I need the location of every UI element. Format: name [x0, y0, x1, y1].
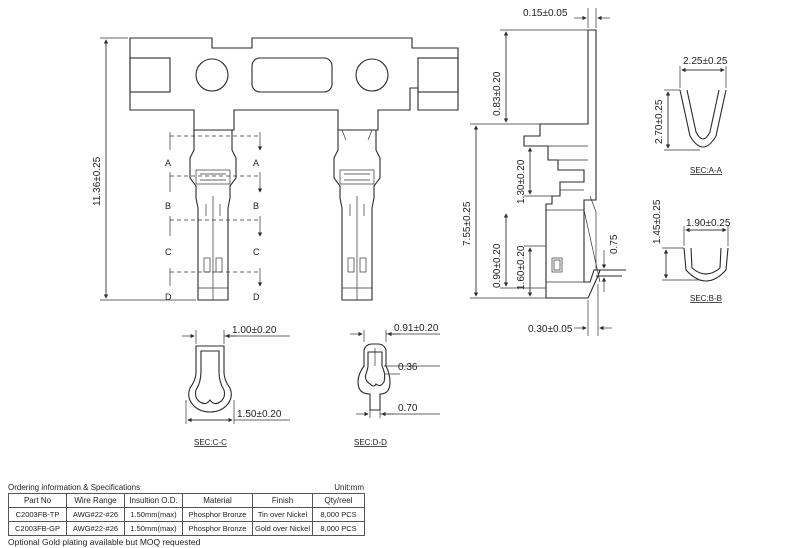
overall-height-dim: 11.36±0.25 [92, 156, 103, 206]
sec-a-width-dim: 2.25±0.25 [683, 56, 728, 67]
section-letter-c-left: C [165, 247, 172, 257]
section-a-a: 2.25±0.25 2.70±0.25 SEC:A-A [654, 56, 728, 175]
table-title: Ordering information & Specifications [8, 483, 141, 492]
section-d-d: 0.91±0.20 0.36 0.70 SEC:D-D [350, 323, 440, 447]
cell-insulation-od: 1.50mm(max) [124, 507, 183, 522]
dim-0-30: 0.30±0.05 [528, 324, 573, 335]
section-letter-d-right: D [253, 292, 260, 302]
section-b-b: 1.90±0.25 1.45±0.25 SEC:B-B [652, 199, 731, 303]
section-letter-a-right: A [253, 158, 259, 168]
sec-b-height-dim: 1.45±0.25 [652, 199, 663, 244]
cell-part-no: C2003FB-GP [8, 521, 67, 536]
section-letter-b-left: B [165, 201, 171, 211]
sec-c-top-dim: 1.00±0.20 [232, 325, 277, 336]
table-header-row: Ordering information & Specifications Un… [8, 482, 364, 493]
sec-d-bottom-dim: 0.70 [398, 403, 418, 414]
section-letter-b-right: B [253, 201, 259, 211]
spec-table: Part No Wire Range Insultion O.D. Materi… [8, 493, 365, 536]
cell-insulation-od: 1.50mm(max) [124, 521, 183, 536]
column-headers: Part No Wire Range Insultion O.D. Materi… [8, 493, 365, 508]
side-view: 7.55±0.25 0.83±0.20 1.30±0.20 0.90±0.20 … [462, 8, 626, 336]
section-letter-a-left: A [165, 158, 171, 168]
dim-7-55: 7.55±0.25 [462, 201, 473, 246]
dim-0-15: 0.15±0.05 [523, 8, 568, 19]
sec-a-height-dim: 2.70±0.25 [654, 99, 665, 144]
dim-1-30: 1.30±0.20 [516, 159, 527, 204]
col-insulation-od: Insultion O.D. [124, 493, 183, 508]
col-wire-range: Wire Range [66, 493, 125, 508]
col-part-no: Part No [8, 493, 67, 508]
table-unit: Unit:mm [334, 483, 364, 492]
sec-a-label: SEC:A-A [690, 166, 723, 175]
table-row: C2003FB-GP AWG#22-#26 1.50mm(max) Phosph… [8, 521, 365, 536]
cell-wire-range: AWG#22-#26 [66, 521, 125, 536]
table-row: C2003FB-TP AWG#22-#26 1.50mm(max) Phosph… [8, 507, 365, 522]
section-letter-c-right: C [253, 247, 260, 257]
sec-c-label: SEC:C-C [194, 438, 227, 447]
sec-d-label: SEC:D-D [354, 438, 387, 447]
col-finish: Finish [252, 493, 313, 508]
dim-0-90: 0.90±0.20 [492, 243, 503, 288]
cell-wire-range: AWG#22-#26 [66, 507, 125, 522]
sec-d-mid-dim: 0.36 [398, 362, 418, 373]
sec-c-bottom-dim: 1.50±0.20 [237, 409, 282, 420]
ordering-spec-table: Ordering information & Specifications Un… [8, 482, 365, 548]
cell-finish: Gold over Nickel [252, 521, 313, 536]
dim-0-83: 0.83±0.20 [492, 71, 503, 116]
dim-1-60: 1.60±0.20 [516, 245, 527, 290]
dim-0-75: 0.75 [609, 234, 620, 254]
sec-b-width-dim: 1.90±0.25 [686, 218, 731, 229]
plating-note: Optional Gold plating available but MOQ … [8, 537, 201, 547]
col-material: Material [182, 493, 253, 508]
cell-finish: Tin over Nickel [252, 507, 313, 522]
sec-d-top-dim: 0.91±0.20 [394, 323, 439, 334]
cell-qty-reel: 8,000 PCS [312, 521, 365, 536]
cell-part-no: C2003FB-TP [8, 507, 67, 522]
cell-material: Phosphor Bronze [182, 521, 253, 536]
section-letter-d-left: D [165, 292, 172, 302]
cell-qty-reel: 8,000 PCS [312, 507, 365, 522]
front-view: A A B B C C D D 11.36±0.25 [92, 37, 459, 302]
sec-b-label: SEC:B-B [690, 294, 722, 303]
cell-material: Phosphor Bronze [182, 507, 253, 522]
col-qty-reel: Qty/reel [312, 493, 365, 508]
section-c-c: 1.00±0.20 1.50±0.20 SEC:C-C [182, 325, 290, 447]
